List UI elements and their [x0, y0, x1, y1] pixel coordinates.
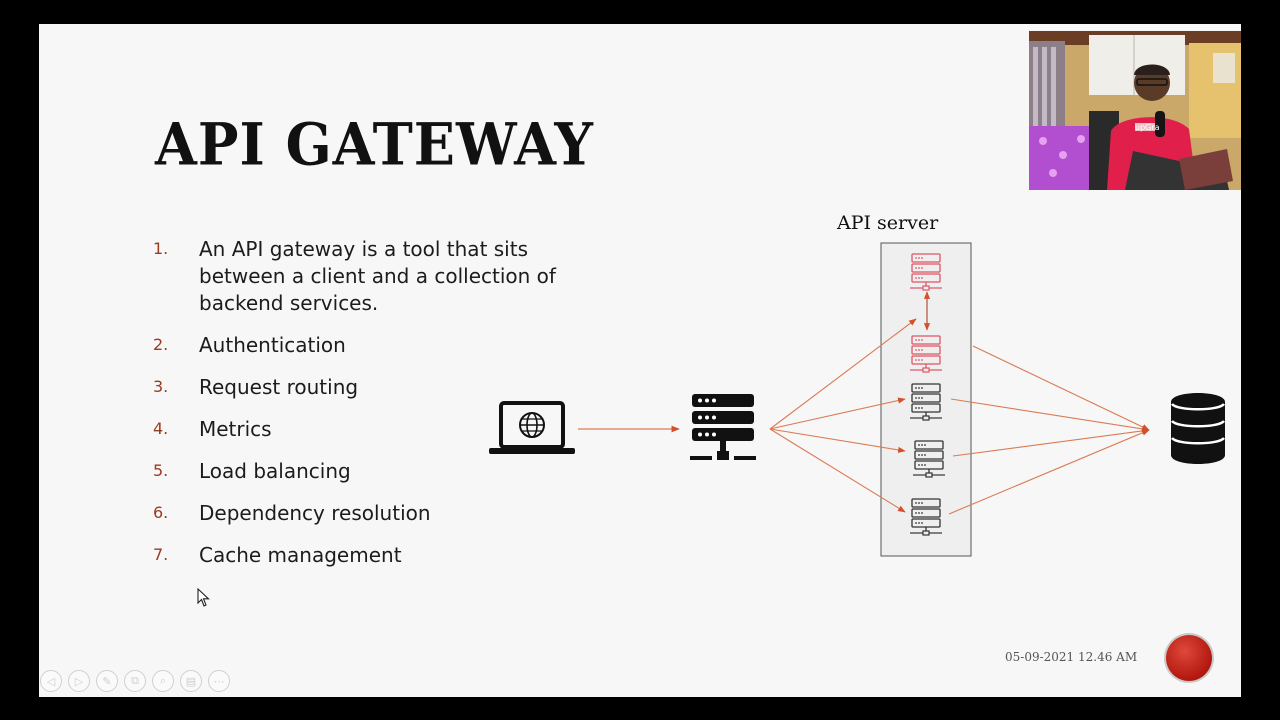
list-item: 1. An API gateway is a tool that sits be…: [153, 236, 583, 317]
next-icon[interactable]: ▷: [68, 670, 90, 692]
list-number: 5.: [153, 461, 169, 480]
list-number: 4.: [153, 419, 169, 438]
server-icon: [912, 440, 946, 478]
slideshow-toolbar: ◁ ▷ ✎ ⧉ ⌕ ▤ ⋯: [40, 670, 230, 692]
list-item: 4. Metrics: [153, 416, 583, 443]
list-text: Dependency resolution: [199, 501, 431, 525]
mouse-cursor-icon: [197, 588, 210, 607]
slide-date: 05-09-2021 12.46 AM: [1005, 650, 1138, 664]
list-text: Metrics: [199, 417, 272, 441]
list-number: 3.: [153, 377, 169, 396]
list-text: Load balancing: [199, 459, 351, 483]
zoom-icon[interactable]: ⌕: [152, 670, 174, 692]
webcam-video: upGra: [1029, 31, 1241, 190]
server-icon: [909, 383, 943, 421]
list-text: Authentication: [199, 333, 346, 357]
pen-icon[interactable]: ✎: [96, 670, 118, 692]
gateway-server-icon: [690, 394, 756, 460]
list-item: 5. Load balancing: [153, 458, 583, 485]
red-server-icon: [909, 253, 943, 291]
api-server-label: API server: [837, 212, 939, 234]
list-item: 7. Cache management: [153, 542, 583, 569]
shirt-text: upGra: [1135, 123, 1160, 132]
slides-icon[interactable]: ⧉: [124, 670, 146, 692]
list-item: 6. Dependency resolution: [153, 500, 583, 527]
previous-icon[interactable]: ◁: [40, 670, 62, 692]
feature-list: 1. An API gateway is a tool that sits be…: [153, 236, 583, 569]
slide-title: API GATEWAY: [155, 109, 594, 179]
list-item: 2. Authentication: [153, 332, 583, 359]
list-text: An API gateway is a tool that sits betwe…: [199, 237, 556, 315]
api-server-box: [880, 242, 972, 557]
subtitles-icon[interactable]: ▤: [180, 670, 202, 692]
list-text: Request routing: [199, 375, 359, 399]
list-number: 2.: [153, 335, 169, 354]
list-number: 6.: [153, 503, 169, 522]
webcam-overlay: upGra: [1029, 31, 1241, 190]
red-server-icon: [909, 335, 943, 373]
list-number: 1.: [153, 239, 169, 258]
list-number: 7.: [153, 545, 169, 564]
server-icon: [909, 498, 943, 536]
more-icon[interactable]: ⋯: [208, 670, 230, 692]
database-icon: [1170, 393, 1226, 464]
list-item: 3. Request routing: [153, 374, 583, 401]
list-text: Cache management: [199, 543, 402, 567]
logo-circle-icon: [1166, 635, 1212, 681]
